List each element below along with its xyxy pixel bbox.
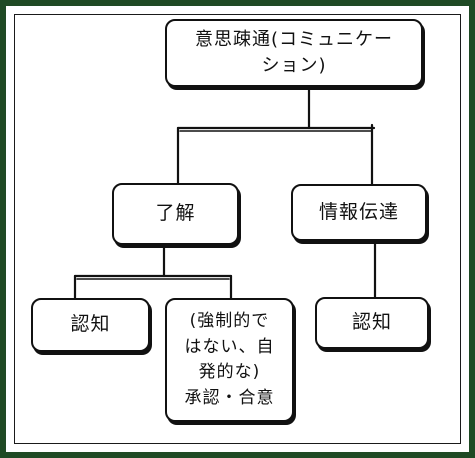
node-information-transfer: 情報伝達 — [291, 184, 427, 241]
node-ninchi-left: 認知 — [31, 298, 150, 352]
node-communication-label: 意思疎通(コミュニケーション) — [194, 28, 394, 76]
node-ryokai-label: 了解 — [155, 202, 196, 225]
node-ninchi-right: 認知 — [315, 297, 429, 349]
node-ninchi-left-label: 認知 — [70, 313, 111, 336]
node-communication: 意思疎通(コミュニケーション) — [165, 19, 423, 87]
node-shonin-label: (強制的ではない、自発的な)承認・合意 — [184, 311, 275, 408]
node-ryokai: 了解 — [112, 183, 239, 245]
node-ninchi-right-label: 認知 — [351, 311, 392, 334]
node-information-transfer-label: 情報伝達 — [318, 200, 399, 223]
node-shonin: (強制的ではない、自発的な)承認・合意 — [165, 298, 294, 422]
